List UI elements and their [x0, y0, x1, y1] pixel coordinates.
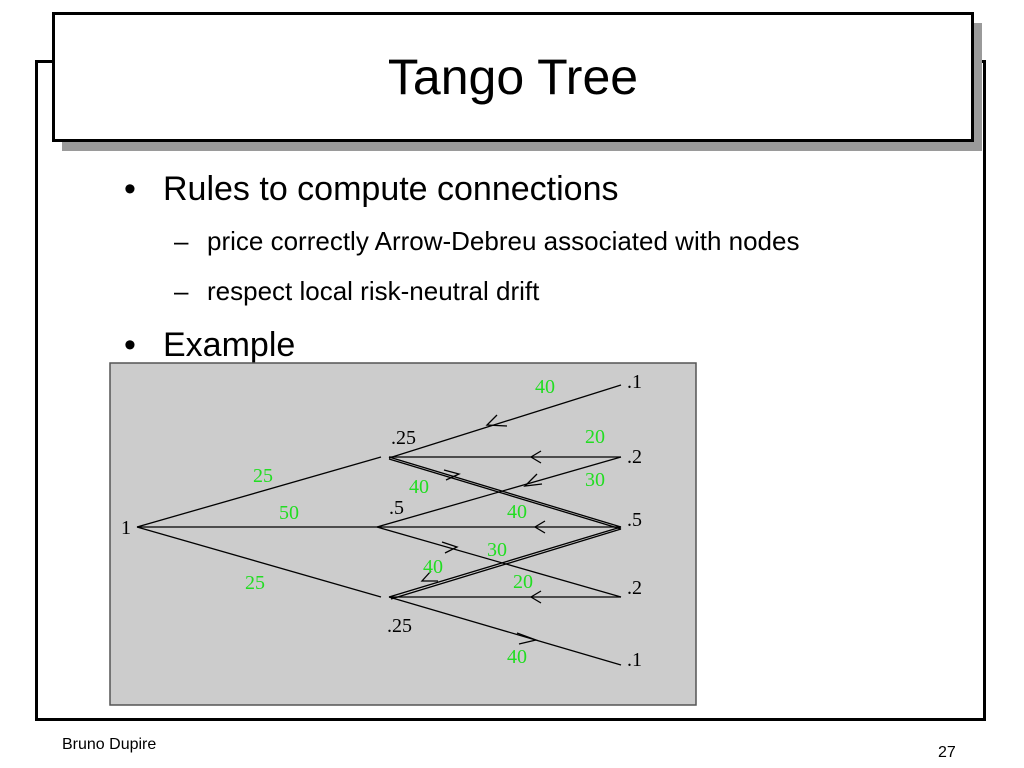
arrowhead — [529, 450, 542, 464]
bullet-text: Rules to compute connections — [163, 170, 619, 208]
arrowhead — [529, 590, 542, 604]
node-label-end-1: .1 — [627, 371, 642, 393]
edge-root-down — [136, 526, 382, 598]
node-label-end-3: .5 — [627, 509, 642, 531]
arrowhead — [441, 541, 459, 554]
arrowhead — [485, 414, 508, 427]
tree-arrowheads — [420, 414, 546, 645]
node-label-root: 1 — [121, 517, 131, 539]
node-labels: 1 .25 .5 .25 .1 .2 .5 .2 .1 — [121, 371, 642, 671]
node-label-end-2: .2 — [627, 446, 642, 468]
subbullet-text: respect local risk-neutral drift — [207, 276, 540, 306]
dash-marker: – — [174, 226, 189, 256]
flow-label-end3-in: 40 — [507, 501, 527, 523]
flow-label-up-to-end3: 40 — [409, 476, 429, 498]
flow-label-end1-in: 40 — [535, 376, 555, 398]
node-label-mid-up: .25 — [391, 427, 416, 449]
arrowhead — [523, 473, 543, 487]
edge-down-to-end5 — [388, 596, 622, 666]
edge-up-to-end3-2 — [388, 458, 622, 530]
bullet-example: • Example — [124, 328, 295, 362]
flow-label-root-down: 25 — [245, 572, 265, 594]
flow-labels: 25 50 25 40 20 30 40 40 30 40 20 40 — [245, 376, 605, 668]
title-box: Tango Tree — [52, 12, 974, 142]
arrowhead — [420, 570, 438, 582]
flow-label-center-down: 30 — [487, 539, 507, 561]
flow-label-end5-in: 40 — [507, 646, 527, 668]
tango-tree-diagram: 1 .25 .5 .25 .1 .2 .5 .2 .1 25 50 25 40 … — [109, 362, 697, 706]
flow-label-root-center: 50 — [279, 502, 299, 524]
flow-label-end4-in: 20 — [513, 571, 533, 593]
bullet-text: Example — [163, 326, 296, 364]
arrowhead — [516, 632, 539, 645]
tree-edges — [136, 384, 622, 666]
bullet-marker: • — [124, 170, 136, 208]
subbullet-price: –price correctly Arrow-Debreu associated… — [174, 228, 799, 254]
subbullet-drift: –respect local risk-neutral drift — [174, 278, 539, 304]
node-label-end-4: .2 — [627, 577, 642, 599]
edge-end3-to-down — [388, 526, 622, 598]
edge-center-to-end4 — [376, 526, 622, 598]
edge-end1-to-up — [388, 384, 622, 459]
node-label-end-5: .1 — [627, 649, 642, 671]
arrowhead — [443, 469, 461, 481]
flow-label-end2-in: 20 — [585, 426, 605, 448]
bullet-marker: • — [124, 326, 136, 364]
page-number: 27 — [938, 744, 956, 761]
bullet-rules: • Rules to compute connections — [124, 172, 618, 206]
edge-root-up — [136, 456, 382, 528]
slide-title: Tango Tree — [387, 49, 639, 105]
node-label-mid-down: .25 — [387, 615, 412, 637]
subbullet-text: price correctly Arrow-Debreu associated … — [207, 226, 800, 256]
flow-label-root-up: 25 — [253, 465, 273, 487]
flow-label-down-cross: 40 — [423, 556, 443, 578]
edge-up-to-end3 — [388, 456, 622, 528]
dash-marker: – — [174, 276, 189, 306]
arrowhead — [533, 520, 546, 534]
flow-label-end2-cross: 30 — [585, 469, 605, 491]
node-label-mid-center: .5 — [389, 497, 404, 519]
footer-author: Bruno Dupire — [62, 736, 157, 753]
